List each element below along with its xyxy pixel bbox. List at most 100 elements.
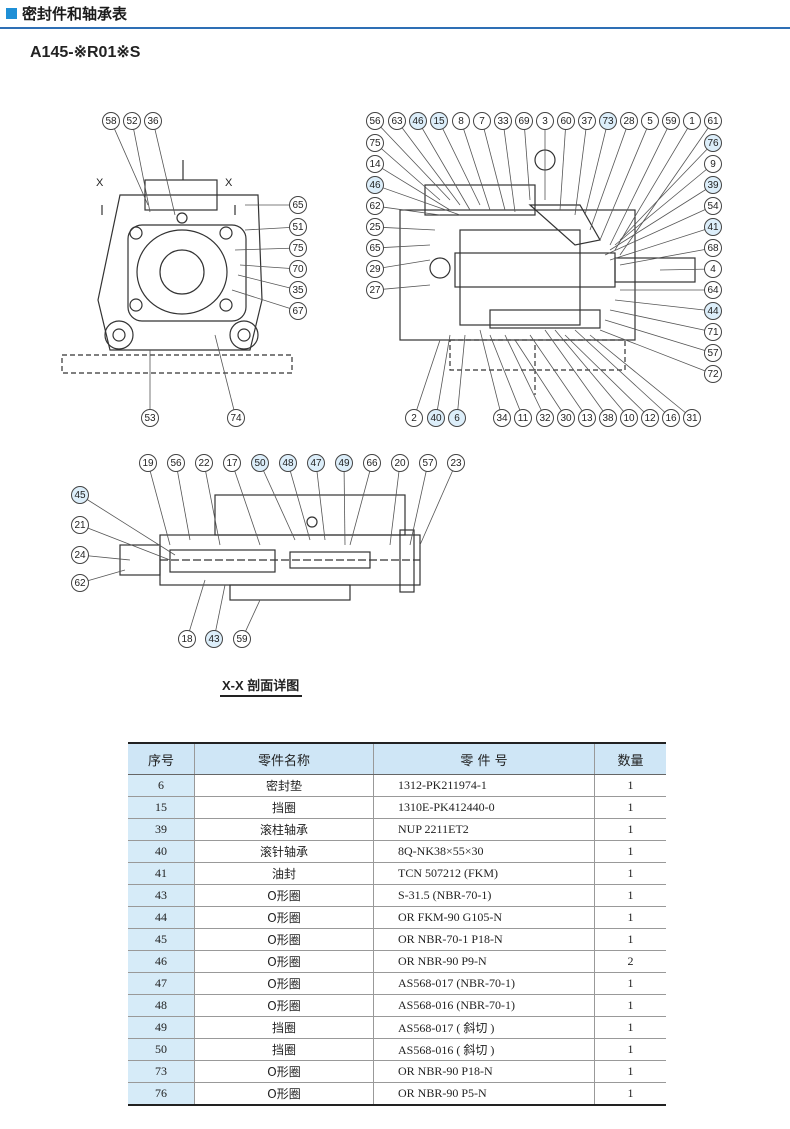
callout-leader-line [609, 226, 714, 261]
callout-circle [704, 176, 722, 194]
part-callout: 21 [71, 516, 171, 561]
part-callout: 53 [141, 350, 159, 427]
callout-number: 41 [707, 222, 719, 233]
cell-quantity: 1 [594, 972, 666, 995]
callout-circle [430, 112, 448, 130]
part-callout: 61 [619, 112, 722, 256]
part-callout: 57 [409, 454, 437, 546]
cell-number: 47 [128, 972, 195, 995]
part-callout: 10 [554, 329, 638, 427]
part-callout: 59 [233, 599, 261, 648]
cell-number: 40 [128, 840, 195, 863]
callout-circle [447, 454, 465, 472]
callout-number: 14 [369, 159, 381, 170]
part-callout: 66 [349, 454, 381, 546]
callout-number: 9 [710, 159, 716, 170]
part-callout: 72 [599, 329, 722, 383]
cell-part-name: 挡圈 [194, 796, 374, 819]
cell-part-name: 挡圈 [194, 1038, 374, 1061]
cell-part-name: O形圈 [194, 1082, 374, 1106]
callout-circle [662, 112, 680, 130]
callout-number: 56 [369, 116, 381, 127]
cell-part-number: 1310E-PK412440-0 [373, 796, 595, 819]
callout-leader-line [131, 120, 151, 213]
callout-circle [448, 409, 466, 427]
callout-number: 46 [369, 180, 381, 191]
part-callout: 73 [584, 112, 617, 216]
cell-quantity: 1 [594, 840, 666, 863]
callout-leader-line [417, 120, 471, 211]
callout-leader-line [374, 244, 431, 249]
callout-leader-line [554, 329, 630, 419]
part-callout: 22 [195, 454, 221, 546]
cell-part-number: AS568-016 ( 斜切 ) [373, 1038, 595, 1061]
part-callout: 27 [366, 281, 431, 299]
callout-number: 44 [707, 306, 719, 317]
callout-number: 66 [366, 458, 378, 469]
page-title: 密封件和轴承表 [22, 5, 128, 23]
callout-circle [515, 112, 533, 130]
cell-quantity: 1 [594, 1038, 666, 1061]
part-callout: 65 [245, 196, 307, 214]
callout-circle [139, 454, 157, 472]
callout-leader-line [409, 462, 429, 546]
xx-section-drawing [119, 494, 421, 601]
cell-number: 73 [128, 1060, 195, 1083]
callout-circle [662, 409, 680, 427]
cell-part-name: 密封垫 [194, 774, 374, 797]
cell-number: 48 [128, 994, 195, 1017]
part-callout: 56 [366, 112, 451, 201]
part-callout: 33 [494, 112, 516, 213]
part-callout: 29 [366, 259, 431, 278]
callout-circle [71, 546, 89, 564]
callout-number: 17 [226, 458, 238, 469]
callout-number: 34 [496, 413, 508, 424]
callout-number: 63 [391, 116, 403, 127]
callout-circle [620, 112, 638, 130]
callout-leader-line [374, 184, 461, 216]
part-callout: 13 [529, 334, 596, 427]
callout-circle [578, 112, 596, 130]
callout-number: 75 [292, 243, 304, 254]
callout-leader-line [349, 462, 373, 546]
cell-part-number: S-31.5 (NBR-70-1) [373, 884, 595, 907]
part-callout: 44 [614, 299, 722, 320]
callout-circle [366, 134, 384, 152]
callout-number: 4 [710, 264, 716, 275]
cell-quantity: 1 [594, 862, 666, 885]
part-callout: 32 [504, 334, 554, 427]
part-callout: 34 [479, 329, 511, 427]
cell-part-number: OR NBR-90 P18-N [373, 1060, 595, 1083]
callout-circle [366, 281, 384, 299]
callout-number: 35 [292, 285, 304, 296]
callout-leader-line [614, 163, 714, 246]
callout-number: 47 [310, 458, 322, 469]
callout-circle [307, 454, 325, 472]
callout-circle [233, 630, 251, 648]
callout-leader-line [456, 334, 466, 419]
callout-leader-line [502, 120, 516, 213]
callout-circle [493, 409, 511, 427]
callout-circle [366, 112, 384, 130]
callout-number: 20 [394, 458, 406, 469]
callout-circle [704, 239, 722, 257]
part-callout: 50 [251, 454, 296, 541]
header-bar: 密封件和轴承表 [0, 0, 790, 29]
callout-leader-line [237, 274, 299, 291]
callout-circle [366, 197, 384, 215]
callout-circle [391, 454, 409, 472]
callout-leader-line [619, 247, 714, 266]
callout-leader-line [604, 205, 714, 256]
part-callout: 49 [335, 454, 353, 546]
part-callout: 37 [574, 112, 596, 216]
callout-circle [366, 239, 384, 257]
callout-leader-line [259, 462, 296, 541]
callout-circle [599, 112, 617, 130]
callout-leader-line [419, 462, 457, 546]
callout-circle [620, 409, 638, 427]
part-callout: 46 [366, 176, 461, 216]
